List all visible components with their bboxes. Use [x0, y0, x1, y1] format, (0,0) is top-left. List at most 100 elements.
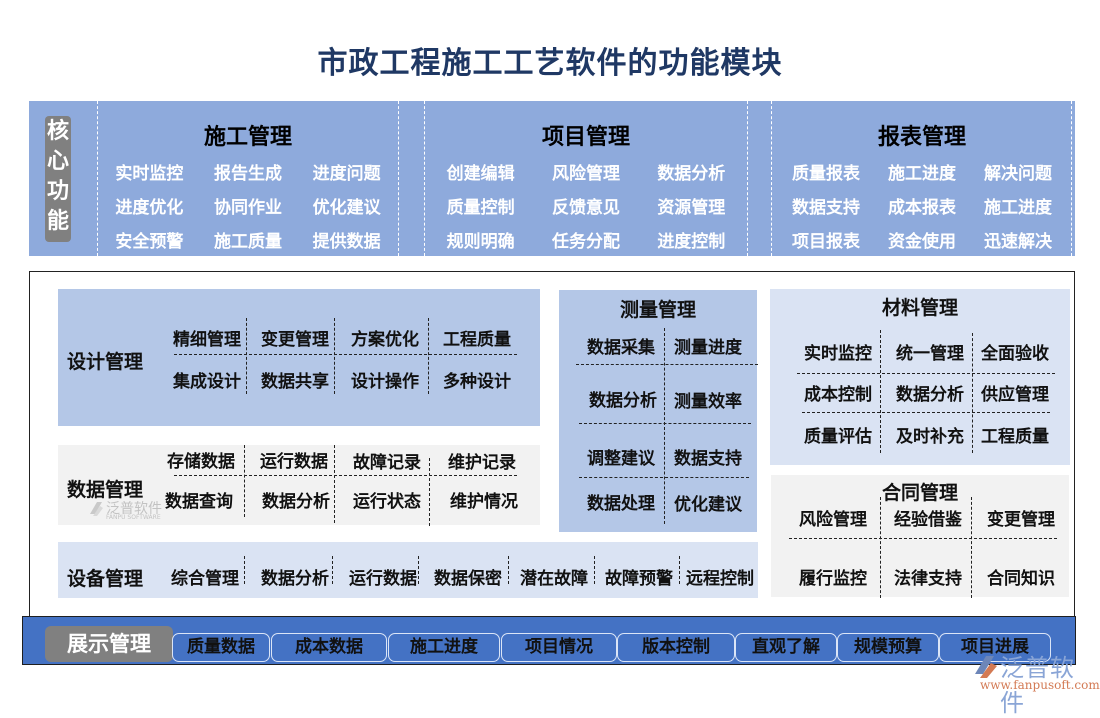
- feature-item: 反馈意见: [551, 198, 620, 218]
- feature-item: 运行状态: [353, 492, 421, 512]
- feature-item: 设计操作: [351, 372, 419, 392]
- dashed-divider: [508, 556, 509, 584]
- display-item: 规模预算: [837, 633, 939, 662]
- dashed-divider: [679, 556, 680, 584]
- feature-item: 施工进度: [984, 198, 1052, 218]
- display-management-bar: [22, 616, 1076, 665]
- panel-title: 测量管理: [619, 299, 696, 321]
- core-label-char: 心: [46, 149, 69, 174]
- feature-item: 维护情况: [450, 492, 518, 512]
- feature-item: 变更管理: [261, 330, 329, 350]
- display-item: 直观了解: [735, 633, 837, 662]
- dashed-divider: [334, 318, 335, 394]
- feature-item: 潜在故障: [520, 569, 588, 589]
- feature-item: 迅速解决: [984, 232, 1052, 252]
- dashed-divider: [789, 538, 1057, 539]
- panel-title: 材料管理: [881, 297, 958, 319]
- feature-item: 运行数据: [260, 452, 328, 472]
- feature-item: 质量报表: [792, 164, 860, 184]
- page-title: 市政工程施工工艺软件的功能模块: [317, 46, 783, 81]
- contract-management-panel: [771, 475, 1069, 597]
- divider: [1071, 101, 1072, 256]
- dashed-divider: [972, 333, 973, 453]
- feature-item: 协同作业: [214, 198, 282, 218]
- logo-icon: [90, 502, 103, 516]
- feature-item: 提供数据: [312, 232, 381, 252]
- feature-item: 数据查询: [165, 492, 233, 512]
- feature-item: 故障预警: [605, 569, 673, 589]
- watermark-name: 泛普软件: [106, 501, 162, 517]
- logo-icon: [975, 656, 997, 678]
- dashed-divider: [428, 318, 429, 394]
- watermark-url: www.fanpusoft.com: [980, 678, 1100, 692]
- feature-item: 进度优化: [115, 198, 184, 218]
- feature-item: 变更管理: [987, 510, 1055, 530]
- dashed-divider: [334, 445, 335, 523]
- feature-item: 安全预警: [115, 232, 184, 252]
- feature-item: 集成设计: [173, 372, 241, 392]
- feature-item: 数据保密: [434, 569, 502, 589]
- feature-item: 数据支持: [674, 449, 742, 469]
- design-management-panel: [58, 289, 540, 426]
- construction-management-section: 施工管理 实时监控报告生成进度问题 进度优化协同作业优化建议 安全预警施工质量提…: [100, 101, 396, 256]
- feature-item: 故障记录: [353, 453, 421, 473]
- dashed-divider: [579, 423, 751, 424]
- feature-item: 资金使用: [888, 232, 956, 252]
- divider: [771, 101, 772, 256]
- feature-item: 项目报表: [792, 232, 860, 252]
- feature-item: 数据采集: [587, 338, 655, 358]
- feature-item: 测量效率: [674, 392, 742, 412]
- display-item: 成本数据: [271, 633, 387, 662]
- feature-item: 远程控制: [686, 569, 754, 589]
- feature-item: 数据共享: [261, 372, 329, 392]
- feature-item: 统一管理: [896, 344, 964, 364]
- feature-item: 测量进度: [674, 338, 742, 358]
- feature-item: 风险管理: [551, 164, 620, 184]
- feature-item: 质量评估: [804, 427, 872, 447]
- feature-item: 质量控制: [446, 198, 515, 218]
- feature-item: 存储数据: [167, 452, 235, 472]
- feature-item: 实时监控: [804, 344, 872, 364]
- feature-item: 维护记录: [448, 453, 516, 473]
- feature-item: 风险管理: [799, 510, 867, 530]
- core-label-char: 核: [46, 119, 69, 144]
- panel-title: 设计管理: [67, 351, 144, 373]
- dashed-divider: [880, 330, 881, 453]
- feature-item: 方案优化: [351, 330, 419, 350]
- dashed-divider: [418, 556, 419, 584]
- watermark-logo: 泛普软件 www.fanpusoft.com: [972, 652, 1100, 717]
- core-functions-label: 核 心 功 能: [45, 116, 71, 242]
- project-management-section: 项目管理 创建编辑风险管理数据分析 质量控制反馈意见资源管理 规则明确任务分配进…: [428, 101, 744, 256]
- feature-item: 运行数据: [349, 569, 417, 589]
- feature-item: 实时监控: [115, 164, 184, 184]
- feature-item: 任务分配: [551, 232, 620, 252]
- feature-item: 进度问题: [312, 164, 381, 184]
- feature-item: 数据分析: [896, 385, 964, 405]
- feature-item: 多种设计: [443, 372, 511, 392]
- feature-item: 数据处理: [587, 494, 655, 514]
- material-management-panel: [770, 289, 1070, 465]
- divider: [424, 101, 425, 256]
- dashed-divider: [594, 556, 595, 584]
- feature-item: 成本控制: [804, 385, 872, 405]
- section-title: 项目管理: [541, 125, 630, 150]
- core-functions-band: [29, 101, 1075, 256]
- core-label-char: 能: [46, 209, 69, 234]
- dashed-divider: [576, 364, 758, 365]
- display-item: 版本控制: [617, 633, 735, 662]
- display-item: 质量数据: [172, 633, 270, 662]
- feature-item: 供应管理: [981, 385, 1049, 405]
- feature-item: 成本报表: [888, 198, 956, 218]
- core-label-char: 功: [46, 179, 69, 204]
- dashed-divider: [429, 458, 430, 526]
- watermark-sub: FANPU SOFTWARE: [106, 514, 161, 521]
- feature-item: 工程质量: [981, 427, 1049, 447]
- feature-item: 数据支持: [792, 198, 860, 218]
- dashed-divider: [332, 556, 333, 584]
- feature-item: 全面验收: [981, 344, 1049, 364]
- feature-item: 经验借鉴: [894, 510, 962, 530]
- panel-title: 设备管理: [67, 568, 144, 590]
- feature-item: 精细管理: [173, 330, 241, 350]
- feature-item: 优化建议: [674, 495, 742, 515]
- feature-item: 进度控制: [657, 232, 726, 252]
